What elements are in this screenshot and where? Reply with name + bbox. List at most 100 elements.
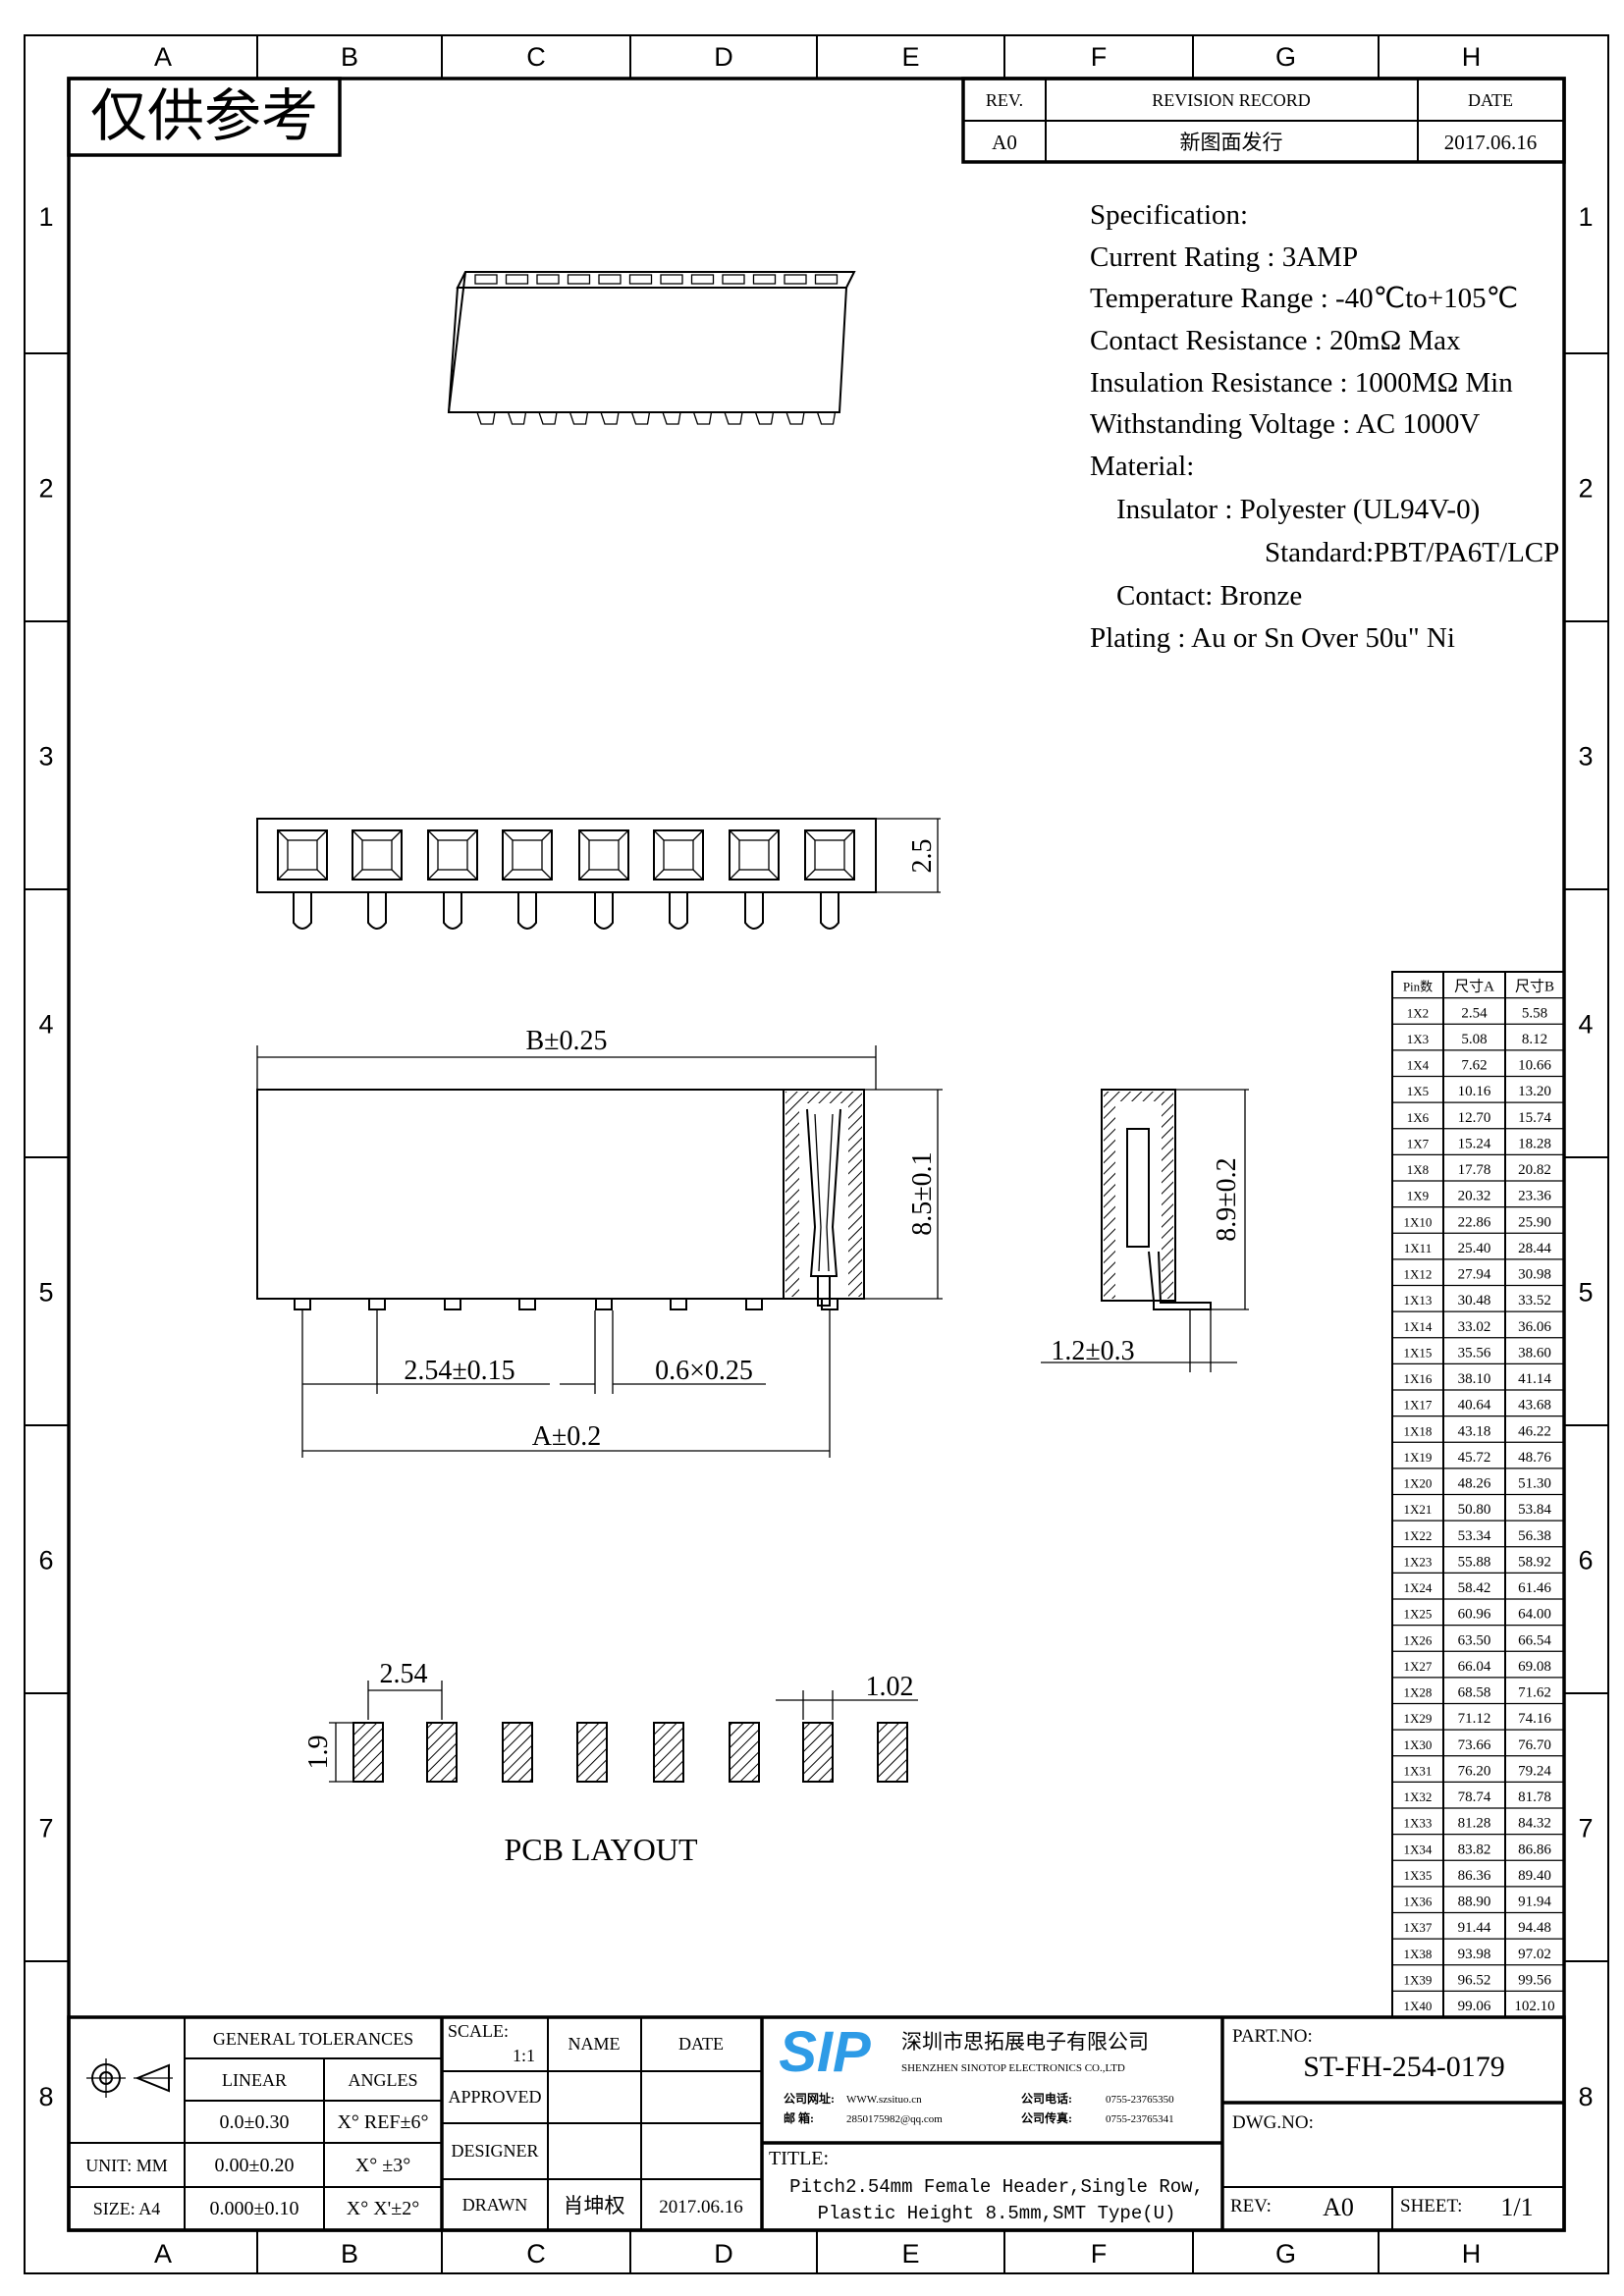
pin-tail — [507, 411, 527, 425]
table-cell: 68.58 — [1458, 1685, 1491, 1701]
title-line-2: Plastic Height 8.5mm,SMT Type(U) — [818, 2203, 1176, 2224]
table-cell: 48.26 — [1458, 1476, 1491, 1492]
table-cell: 45.72 — [1458, 1450, 1491, 1466]
table-cell: 50.80 — [1458, 1502, 1491, 1518]
table-cell: 83.82 — [1458, 1842, 1491, 1857]
table-cell: 36.06 — [1518, 1319, 1551, 1335]
contact-square — [427, 829, 478, 881]
spec-line: Insulator : Polyester (UL94V-0) — [1116, 494, 1480, 525]
date-header: DATE — [1468, 90, 1513, 110]
table-cell: 35.56 — [1458, 1345, 1491, 1361]
table-cell: 1X36 — [1404, 1895, 1433, 1909]
phone-label: 公司电话: — [1021, 2091, 1072, 2106]
top-height-dimension: 2.5 — [907, 839, 938, 874]
part-no-value: ST-FH-254-0179 — [1303, 2051, 1505, 2083]
table-cell: 53.84 — [1518, 1502, 1551, 1518]
company-logo: SIP — [779, 2020, 871, 2084]
table-cell: 1X29 — [1404, 1711, 1433, 1726]
pcb-pad-height-dimension: 1.9 — [303, 1735, 334, 1770]
table-cell: 58.42 — [1458, 1580, 1491, 1596]
table-cell: 81.28 — [1458, 1816, 1491, 1832]
contact-slot — [505, 274, 529, 285]
table-cell: 69.08 — [1518, 1659, 1551, 1675]
pin-foot — [595, 1298, 613, 1310]
part-no-label: PART.NO: — [1232, 2026, 1313, 2047]
drawn-date: 2017.06.16 — [659, 2197, 743, 2217]
table-cell: 1X35 — [1404, 1868, 1433, 1883]
email-label: 邮 箱: — [784, 2110, 814, 2125]
spec-line: Current Rating : 3AMP — [1090, 241, 1358, 273]
contact-slot — [536, 274, 560, 285]
table-cell: 1X18 — [1404, 1423, 1433, 1438]
date-value: 2017.06.16 — [1444, 131, 1538, 154]
contact-chamfer — [502, 829, 553, 881]
pin-foot — [821, 1298, 839, 1310]
spec-line: Specification: — [1090, 199, 1248, 231]
pin-tail — [692, 411, 713, 425]
sip-logo: SIP — [779, 2020, 871, 2084]
pitch-dimension: 2.54±0.15 — [404, 1356, 514, 1386]
table-cell: 99.56 — [1518, 1972, 1551, 1988]
pcb-pad — [426, 1722, 458, 1783]
table-cell: 23.36 — [1518, 1189, 1551, 1204]
row-label: 7 — [1578, 1814, 1593, 1843]
row-label: 2 — [38, 474, 53, 504]
row-label: 3 — [38, 742, 53, 772]
row-label: 4 — [38, 1010, 53, 1040]
table-cell: 27.94 — [1458, 1267, 1491, 1283]
table-cell: 1X13 — [1404, 1293, 1433, 1308]
pcb-layout-title: PCB LAYOUT — [504, 1832, 698, 1867]
sheet-value: 1/1 — [1500, 2193, 1533, 2221]
pin — [517, 892, 537, 930]
table-cell: 88.90 — [1458, 1895, 1491, 1910]
spec-line: Insulation Resistance : 1000MΩ Min — [1090, 367, 1513, 399]
pcb-pad — [802, 1722, 834, 1783]
foot-dimension: 1.2±0.3 — [1051, 1336, 1134, 1366]
contact-slot — [722, 274, 745, 285]
row-label: 8 — [1578, 2082, 1593, 2111]
table-cell: 1X4 — [1407, 1058, 1430, 1073]
dwg-no-label: DWG.NO: — [1232, 2112, 1314, 2133]
sheet-label: SHEET: — [1400, 2196, 1462, 2216]
table-cell: 尺寸A — [1454, 979, 1494, 995]
table-cell: 53.34 — [1458, 1528, 1491, 1544]
rev-header: REV. — [986, 90, 1023, 110]
table-cell: 18.28 — [1518, 1136, 1551, 1151]
contact-square — [352, 829, 403, 881]
linear-tol: 0.00±0.20 — [215, 2155, 295, 2176]
rev-value: A0 — [1323, 2193, 1354, 2221]
pin-foot — [444, 1298, 461, 1310]
table-cell: 10.66 — [1518, 1058, 1551, 1074]
table-cell: 1X28 — [1404, 1685, 1433, 1700]
contact-slot — [752, 274, 777, 285]
contact-square — [277, 829, 328, 881]
row-label: 8 — [38, 2082, 53, 2111]
table-cell: 1X25 — [1404, 1607, 1433, 1622]
designer-label: DESIGNER — [452, 2141, 539, 2161]
spec-line: Withstanding Voltage : AC 1000V — [1090, 408, 1480, 440]
table-cell: 10.16 — [1458, 1084, 1491, 1099]
table-cell: 1X15 — [1404, 1345, 1433, 1360]
table-cell: 12.70 — [1458, 1110, 1491, 1126]
table-cell: 102.10 — [1514, 1999, 1554, 2014]
table-cell: 97.02 — [1518, 1947, 1551, 1962]
contact-slot — [784, 274, 807, 285]
table-cell: 1X17 — [1404, 1398, 1433, 1413]
date-header: DATE — [678, 2034, 724, 2054]
pin-foot — [670, 1298, 687, 1310]
title-line-1: Pitch2.54mm Female Header,Single Row, — [789, 2176, 1204, 2198]
height-dimension: 8.5±0.1 — [907, 1151, 938, 1235]
